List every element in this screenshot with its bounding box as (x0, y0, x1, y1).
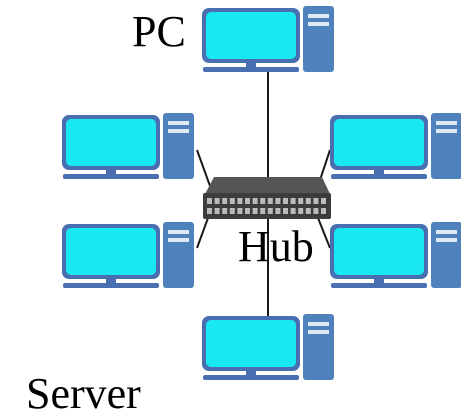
hub-port (260, 198, 266, 204)
hub-port (267, 208, 273, 214)
hub-port (305, 208, 311, 214)
hub-port (214, 208, 220, 214)
desktop-computer-icon (202, 314, 334, 380)
hub-port (298, 208, 304, 214)
network-hub-icon (203, 177, 331, 219)
hub-port (298, 198, 304, 204)
desktop-computer-icon (202, 6, 334, 72)
monitor-screen (66, 228, 156, 275)
cable-line (196, 149, 211, 187)
hub-port (283, 198, 288, 204)
desktop-computer-icon (62, 113, 194, 179)
desktop-computer-icon (330, 113, 461, 179)
monitor-screen (334, 119, 424, 166)
hub-port (275, 208, 281, 214)
monitor-base (63, 174, 159, 179)
monitor-base (203, 67, 299, 72)
hub-port (290, 208, 296, 214)
cable-line (196, 217, 209, 249)
hub-port (275, 198, 281, 204)
monitor-base (203, 375, 299, 380)
hub-port (290, 198, 296, 204)
server-label: Server (26, 369, 141, 418)
hub-port (214, 198, 220, 204)
hub-port (260, 208, 266, 214)
monitor-screen (206, 320, 296, 367)
hub-port (321, 208, 326, 214)
hub-port (237, 208, 243, 214)
hub-port (252, 198, 258, 204)
pc-label: PC (132, 7, 186, 56)
desktop-computer-icon (62, 222, 194, 288)
hub-port (245, 198, 250, 204)
monitor-screen (206, 12, 296, 59)
hub-port (229, 208, 235, 214)
hub-port (321, 198, 326, 204)
monitor-screen (334, 228, 424, 275)
monitor-base (331, 174, 427, 179)
monitor-base (331, 283, 427, 288)
hub-port (237, 198, 243, 204)
hub-port (222, 208, 228, 214)
hub-port (229, 198, 235, 204)
cable-line (317, 217, 331, 249)
hub-port (305, 198, 311, 204)
hub-port (313, 208, 319, 214)
hub-port (252, 208, 258, 214)
network-cables (196, 70, 331, 316)
desktop-computer-icon (330, 222, 461, 288)
hub-port (283, 208, 288, 214)
hub-label: Hub (238, 222, 314, 271)
hub-port (222, 198, 228, 204)
hub-port (207, 208, 212, 214)
monitor-base (63, 283, 159, 288)
hub-port (313, 198, 319, 204)
monitor-screen (66, 119, 156, 166)
hub-port (245, 208, 250, 214)
hub-port (207, 198, 212, 204)
computers (62, 6, 461, 380)
hub-port (267, 198, 273, 204)
